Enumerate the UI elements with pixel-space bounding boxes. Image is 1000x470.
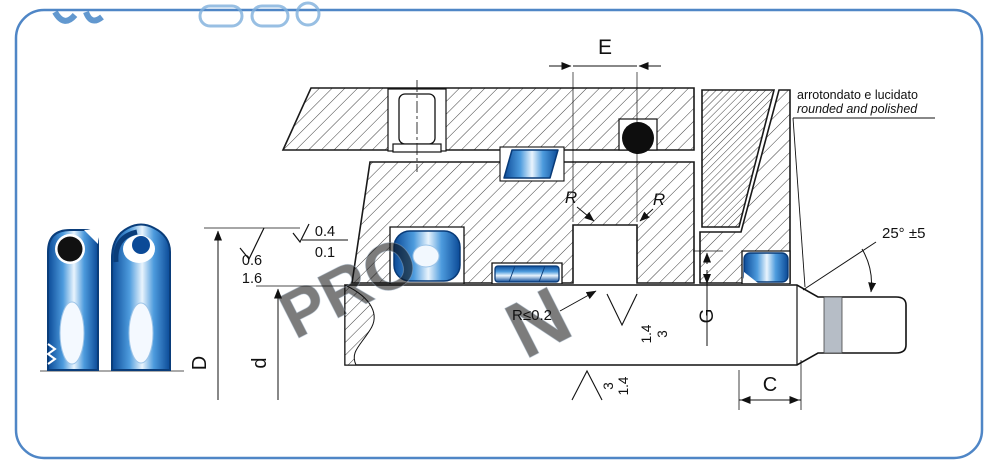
- roughness-left: 0.6 1.6: [239, 227, 265, 287]
- note-line-en: rounded and polished: [797, 102, 918, 116]
- seal-profile-ucup: [111, 223, 171, 371]
- radius-max-label: R≤0.2: [512, 307, 552, 324]
- dim-D: D: [189, 227, 300, 400]
- roughness-groove-upper: 1.4 3: [606, 293, 670, 343]
- shaft-outline: [344, 284, 907, 366]
- dim-R-max: R≤0.2: [512, 290, 597, 324]
- housing-right-block: [699, 89, 791, 284]
- leader: [559, 290, 597, 312]
- seal-cavity: [59, 301, 85, 365]
- dim-R-right: R: [639, 190, 665, 222]
- roughness-groove-lower: 3 1.4: [571, 369, 631, 401]
- ball: [622, 122, 654, 154]
- roughness-value: 0.6: [242, 253, 262, 269]
- roughness-mid: 0.4 0.1: [292, 223, 348, 261]
- shaft: [344, 284, 907, 366]
- static-serration: [46, 343, 57, 365]
- rod-seal-core: [412, 244, 440, 268]
- installed-seals: [389, 146, 791, 284]
- logo-stroke: [83, 10, 104, 24]
- roughness-value: 1.6: [242, 271, 262, 287]
- dim-D-label: D: [189, 356, 211, 370]
- dim-R-left: R: [565, 188, 595, 222]
- oring-energizer: [57, 236, 83, 262]
- seal-profiles: [40, 223, 184, 372]
- roughness-symbol: [606, 293, 638, 327]
- rod-seal-recess: [389, 226, 465, 284]
- ball-detail: [618, 118, 658, 154]
- joint-gasket-seal: [503, 149, 559, 179]
- guide-ring-split: [508, 265, 516, 283]
- dim-C-label: C: [763, 374, 777, 396]
- guide-ring-recess: [491, 262, 563, 284]
- roughness-symbol: [239, 227, 265, 261]
- ground-surface-band: [823, 296, 843, 354]
- roughness-value: 1.4: [616, 376, 631, 395]
- clamp-wedge: [701, 89, 776, 228]
- wiper-lip-notch: [744, 272, 758, 283]
- angle-reference-line: [802, 241, 877, 291]
- dim-E-label: E: [598, 36, 612, 59]
- angle-label: 25° ±5: [882, 225, 925, 242]
- note-line-it: arrotondato e lucidato: [797, 88, 918, 102]
- roughness-value: 3: [655, 330, 670, 338]
- dim-G: G: [693, 250, 723, 346]
- dim-d: d: [249, 285, 346, 400]
- roughness-symbol: [571, 369, 603, 401]
- roughness-value: 0.4: [315, 224, 335, 240]
- logo-outline: [295, 1, 321, 27]
- roughness-value: 3: [601, 382, 616, 390]
- logo-stroke: [52, 10, 78, 24]
- lip-curl: [132, 236, 150, 254]
- cropped-logo-fragment: [52, 1, 321, 28]
- note-leader: [792, 117, 806, 288]
- guide-ring-split: [538, 265, 546, 283]
- note-rounded-polished: arrotondato e lucidato rounded and polis…: [792, 88, 935, 288]
- lip-notch: [84, 230, 98, 244]
- wiper-recess: [741, 250, 791, 284]
- logo-outline: [198, 4, 244, 28]
- leader: [576, 206, 595, 222]
- radius-label: R: [565, 188, 577, 207]
- roughness-symbol: [292, 223, 310, 244]
- dim-C: C: [738, 360, 802, 410]
- seal-cavity: [128, 302, 154, 364]
- roughness-value: 0.1: [315, 245, 335, 261]
- angle-arc: [861, 248, 877, 293]
- dim-E: E: [549, 36, 661, 222]
- housing-top-slab: [281, 87, 695, 151]
- leader: [639, 208, 654, 222]
- seal-profile-oring-energized: [46, 229, 99, 371]
- dim-d-label: d: [249, 357, 271, 368]
- shaft-break: [344, 284, 375, 366]
- wiper-seal: [743, 252, 789, 283]
- roughness-value: 1.4: [639, 324, 654, 343]
- plug-assembly: [387, 80, 447, 172]
- dimensions: E R R arrotondato e lucidato rounded and…: [189, 36, 935, 410]
- dim-G-label: G: [697, 309, 718, 324]
- seal-body: [111, 223, 171, 371]
- logo-outline: [250, 4, 290, 28]
- dim-angle: 25° ±5: [802, 225, 925, 293]
- radius-label: R: [653, 190, 665, 209]
- lip-edge: [113, 229, 138, 263]
